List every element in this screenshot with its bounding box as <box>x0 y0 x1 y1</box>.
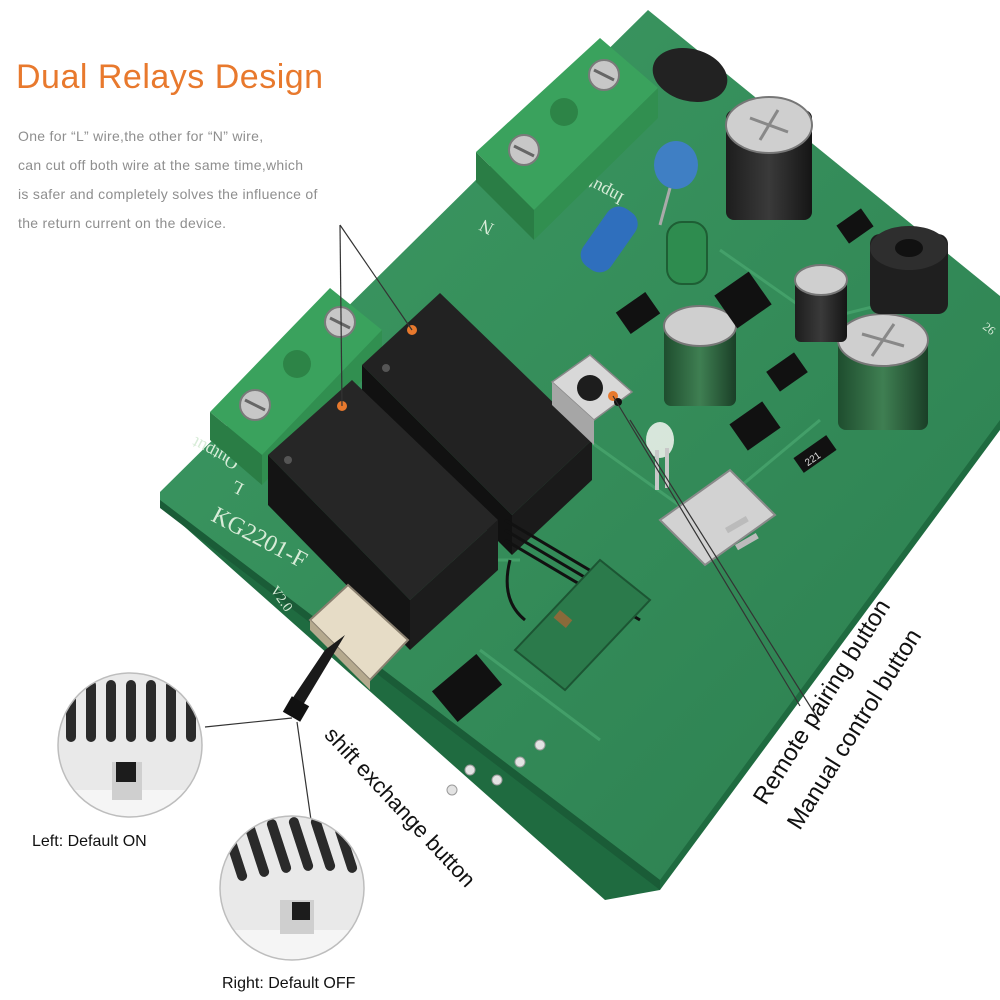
green-inductor <box>666 221 708 285</box>
default-on-caption: Left: Default ON <box>32 833 147 850</box>
smd-regulator <box>729 401 781 451</box>
description-line: One for “L” wire,the other for “N” wire, <box>18 128 264 144</box>
blue-capacitor <box>654 141 698 226</box>
feature-description: One for “L” wire,the other for “N” wire,… <box>18 122 418 238</box>
description-line: the return current on the device. <box>18 215 227 231</box>
input-terminal-block <box>476 38 658 240</box>
capacitor-mid <box>663 305 737 406</box>
smd-diode-2 <box>766 352 808 392</box>
smd-transistor-1 <box>714 271 772 329</box>
description-line: is safer and completely solves the influ… <box>18 186 318 202</box>
shift-exchange-switch <box>282 583 410 722</box>
page-title: Dual Relays Design <box>16 58 324 96</box>
smd-diode-1 <box>615 292 661 334</box>
capacitor-right <box>837 313 929 430</box>
capacitor-small <box>794 264 848 342</box>
rf-module <box>513 558 652 692</box>
relay-l <box>268 380 498 650</box>
smd-ic <box>431 654 503 722</box>
inset-default-off <box>219 815 365 961</box>
varistor <box>652 48 728 102</box>
smd-diode-3 <box>836 208 874 244</box>
default-off-caption: Right: Default OFF <box>222 975 356 992</box>
inductor <box>870 226 948 314</box>
description-line: can cut off both wire at the same time,w… <box>18 157 304 173</box>
capacitor-top <box>725 96 813 220</box>
blue-resistor <box>580 206 638 273</box>
callout-lines <box>204 224 821 821</box>
crystal-oscillator <box>658 468 777 567</box>
inset-default-on <box>57 672 203 818</box>
remote-pairing-tact-button <box>550 354 634 445</box>
